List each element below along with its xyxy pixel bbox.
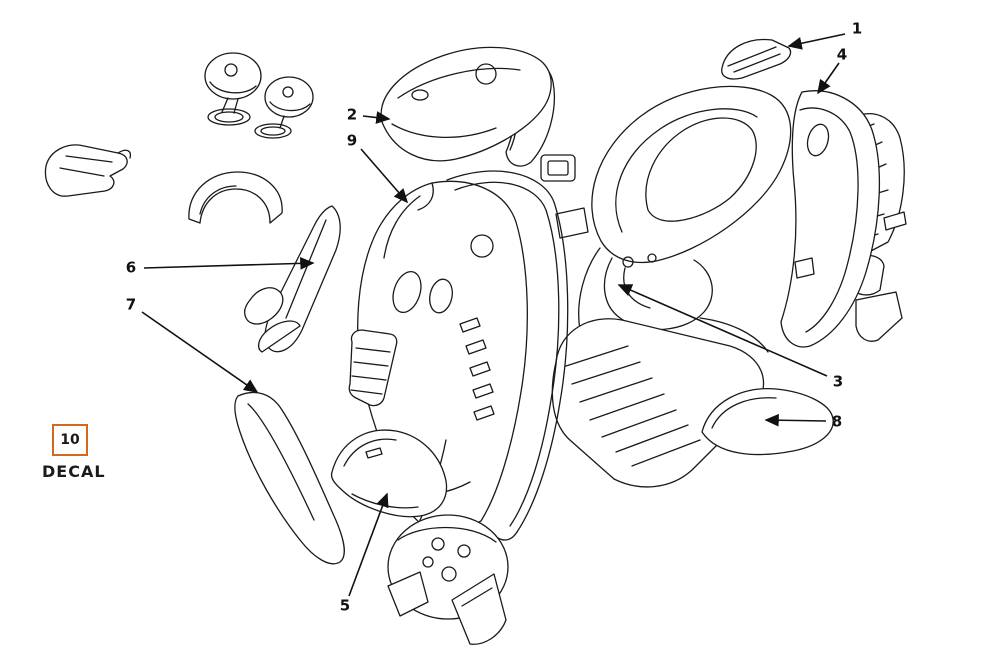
- decal-part-box: 10: [52, 424, 88, 456]
- part-front-fairing: [380, 46, 552, 162]
- callout-number-8: 8: [831, 412, 843, 431]
- callout-arrow-7: [141, 311, 259, 393]
- callout-arrow-1: [787, 33, 846, 50]
- part-rear-body-panel: [780, 90, 881, 348]
- part-side-trim-strip: [243, 205, 341, 353]
- callout-number-2: 2: [346, 105, 358, 124]
- part-left-bracket: [44, 144, 132, 197]
- callout-number-7: 7: [125, 295, 137, 314]
- callout-arrow-8: [764, 413, 827, 427]
- callout-arrow-2: [362, 111, 391, 124]
- callout-number-1: 1: [851, 19, 863, 38]
- decal-label: DECAL: [42, 462, 106, 481]
- part-seat: [591, 85, 792, 264]
- callout-number-9: 9: [346, 131, 358, 150]
- callout-number-4: 4: [836, 45, 848, 64]
- callout-number-5: 5: [339, 596, 351, 615]
- callout-arrow-9: [360, 148, 409, 204]
- decal-part-number: 10: [60, 432, 80, 448]
- callout-arrow-4: [817, 62, 840, 95]
- part-small-bracket: [540, 154, 576, 182]
- part-edge-trim: [446, 170, 569, 541]
- part-top-spoiler: [721, 38, 792, 80]
- callout-arrow-6: [143, 256, 315, 270]
- callout-arrow-5: [348, 492, 389, 597]
- callout-number-6: 6: [125, 258, 137, 277]
- part-mirror-caps: [204, 52, 314, 139]
- part-side-skirt: [234, 391, 345, 565]
- part-handlebar-cover: [188, 171, 283, 224]
- callout-arrow-3: [617, 284, 828, 377]
- part-wheel-disc: [387, 514, 509, 645]
- callout-number-3: 3: [832, 372, 844, 391]
- part-floorboard: [551, 318, 765, 488]
